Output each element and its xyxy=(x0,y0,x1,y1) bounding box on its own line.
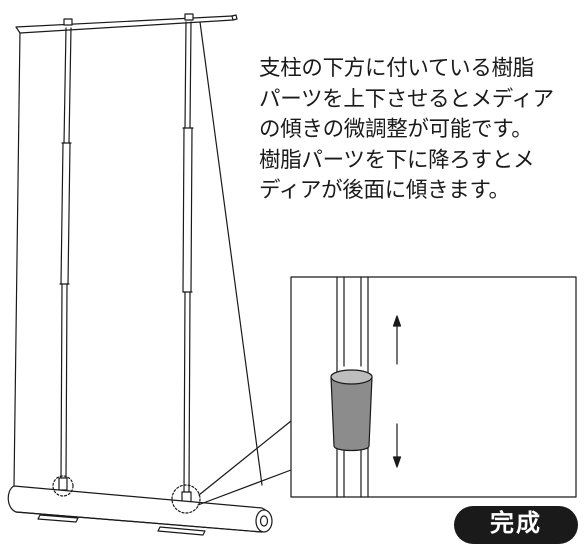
callout-circle-right xyxy=(171,484,201,514)
instruction-line: ディアが後面に傾きます。 xyxy=(259,178,510,203)
instruction-text: 支柱の下方に付いている樹脂 パーツを上下させるとメディア の傾きの微調整が可能で… xyxy=(259,54,581,207)
banner-media xyxy=(13,29,21,487)
top-rail xyxy=(15,13,238,34)
callout-leader xyxy=(197,420,292,506)
instruction-line: の傾きの微調整が可能です。 xyxy=(259,117,533,142)
right-pole xyxy=(181,21,194,526)
left-pole xyxy=(56,27,72,508)
down-arrow-icon xyxy=(392,423,402,468)
instruction-line: 支柱の下方に付いている樹脂 xyxy=(259,56,534,81)
base-cassette xyxy=(7,485,273,536)
up-arrow-icon xyxy=(392,315,402,365)
instruction-line: 樹脂パーツを下に降ろすとメ xyxy=(259,147,535,173)
resin-slider-part xyxy=(330,369,373,452)
instruction-line: パーツを上下させるとメディア xyxy=(259,86,554,112)
callout-circle-left xyxy=(52,475,74,497)
complete-badge: 完成 xyxy=(454,506,578,544)
